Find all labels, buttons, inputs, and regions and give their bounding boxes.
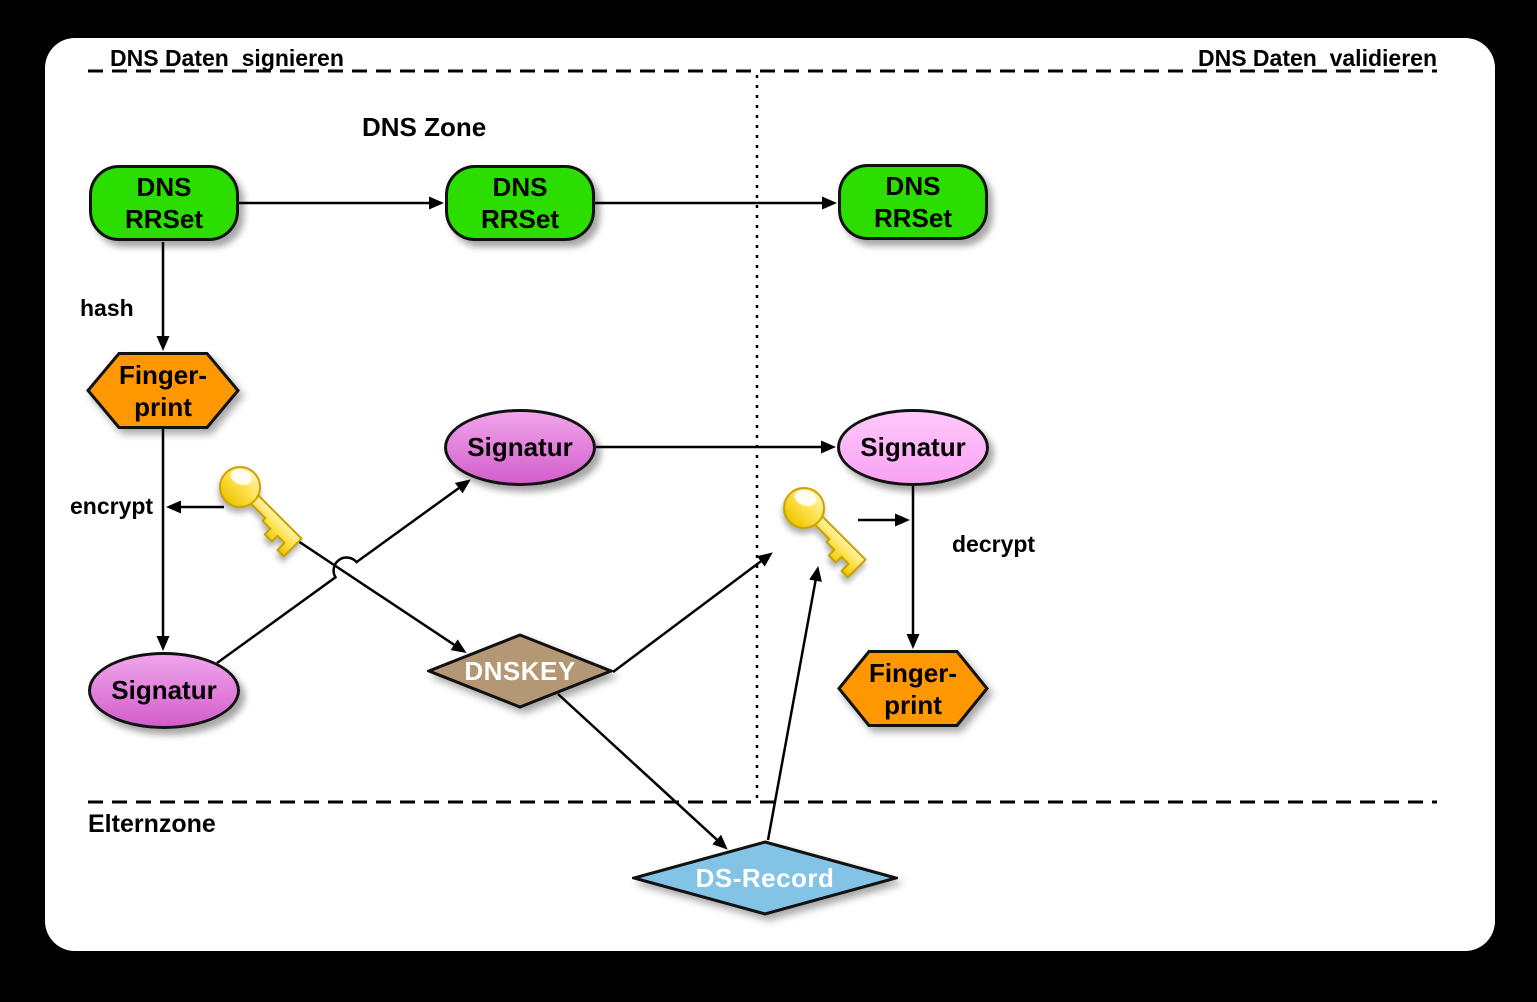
node-dns-rrset-validate: DNS RRSet (838, 164, 988, 240)
node-ds-record: DS-Record (628, 840, 902, 916)
diamond-shape (628, 840, 902, 916)
diagram-card: DNS Daten signieren DNS Daten validieren (45, 38, 1495, 951)
node-label: RRSet (873, 203, 952, 233)
node-label: Finger- (868, 657, 958, 688)
dns-zone-label: DNS Zone (362, 112, 487, 142)
node-label: RRSet (480, 204, 559, 234)
node-dns-rrset-zone: DNS RRSet (445, 165, 595, 241)
node-dns-rrset-sign: DNS RRSet (89, 165, 239, 241)
node-label: DNS (885, 171, 941, 201)
label-hash: hash (80, 295, 134, 321)
node-label: RRSet (124, 204, 203, 234)
header-validate: DNS Daten validieren (1197, 45, 1437, 71)
connector-lines (88, 69, 1437, 850)
node-label: DNS (492, 172, 548, 202)
arrow-key-to-dnskey (294, 537, 467, 654)
arrow-dnskey-to-key-validate (612, 552, 773, 674)
key-icon-svg (783, 487, 867, 579)
node-dnskey: DNSKEY (424, 633, 616, 709)
node-label: DNS (136, 172, 192, 202)
parent-zone-label: Elternzone (88, 810, 216, 838)
node-label: Signatur (860, 432, 966, 462)
header-sign: DNS Daten signieren (110, 45, 344, 71)
label-encrypt: encrypt (70, 493, 154, 519)
node-fingerprint-validate: Finger- print (837, 650, 989, 727)
arrow-signatur-sign-to-zone-bridge (216, 479, 471, 665)
arrow-dnskey-to-dsrecord (557, 693, 728, 850)
diamond-shape (424, 633, 616, 709)
node-label: Signatur (467, 432, 573, 462)
node-fingerprint-sign: Finger- print (86, 352, 240, 429)
node-signatur-validate: Signatur (837, 409, 989, 486)
node-label: print (134, 391, 192, 422)
key-icon (198, 448, 325, 575)
arrow-dsrecord-to-key-validate (766, 566, 822, 841)
node-signatur-zone: Signatur (444, 409, 596, 486)
node-label: Signatur (111, 675, 217, 705)
node-label: DNSKEY (464, 655, 576, 686)
node-label: DS-Record (695, 862, 835, 893)
node-label: Finger- (118, 359, 208, 390)
hexagon-shape (86, 352, 240, 429)
label-decrypt: decrypt (952, 531, 1036, 557)
node-signatur-sign: Signatur (88, 652, 240, 729)
key-icon-svg (219, 466, 303, 558)
key-icon (762, 469, 889, 596)
hexagon-shape (837, 650, 989, 727)
node-label: print (884, 689, 942, 720)
